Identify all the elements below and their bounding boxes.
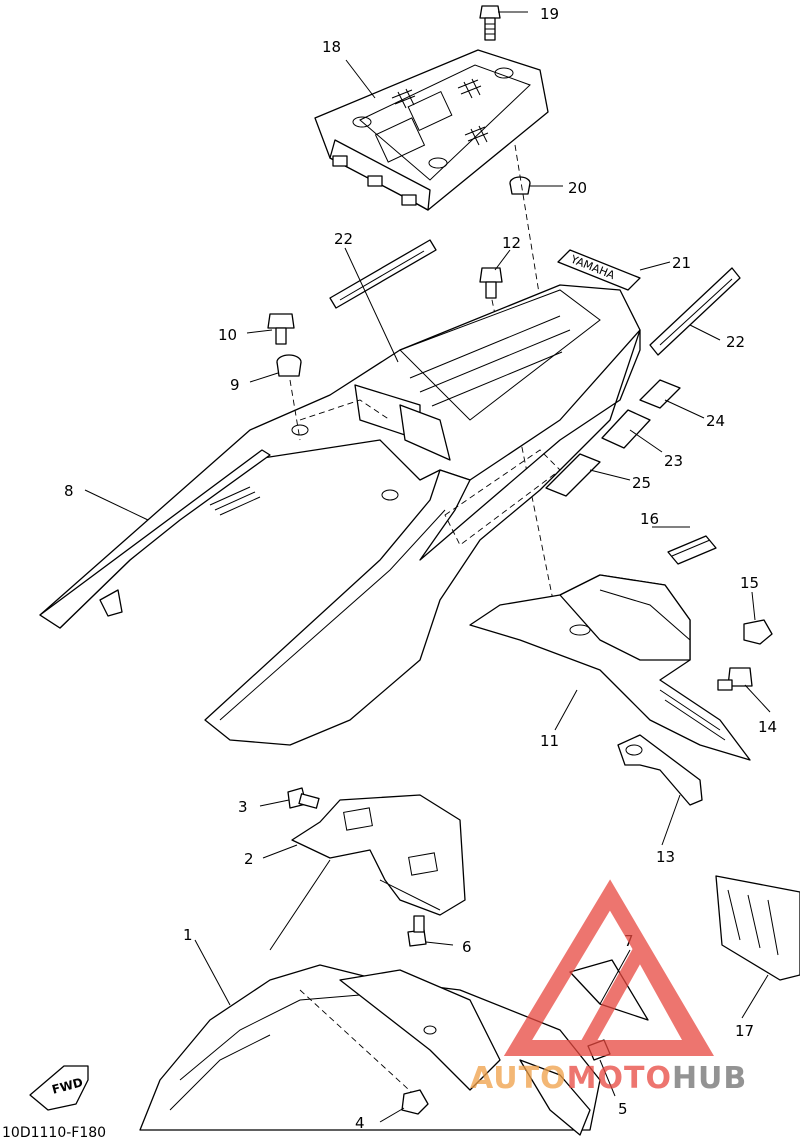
callout-3: 3 — [238, 798, 248, 816]
callout-22a: 22 — [334, 230, 353, 248]
nut-4 — [401, 1089, 429, 1115]
callout-12: 12 — [502, 234, 521, 252]
pads — [545, 379, 681, 497]
callout-22b: 22 — [726, 333, 745, 351]
yamaha-sticker-21: YAMAHA — [557, 249, 641, 291]
bolt-14 — [717, 667, 753, 691]
watermark-text: AUTOMOTOHUB — [470, 1061, 747, 1096]
watermark-logo: AUTOMOTOHUB — [470, 879, 747, 1096]
callout-8: 8 — [64, 482, 74, 500]
license-plate-17 — [715, 875, 800, 981]
callout-10: 10 — [218, 326, 237, 344]
callout-17: 17 — [735, 1022, 754, 1040]
callout-18: 18 — [322, 38, 341, 56]
callout-23: 23 — [664, 452, 683, 470]
callout-15: 15 — [740, 574, 759, 592]
callout-14: 14 — [758, 718, 777, 736]
callout-19: 19 — [540, 5, 559, 23]
plate-7 — [569, 959, 649, 1021]
callout-13: 13 — [656, 848, 675, 866]
callout-25: 25 — [632, 474, 651, 492]
callout-11: 11 — [540, 732, 559, 750]
bolt-10 — [267, 313, 295, 345]
front-fender-1 — [139, 964, 601, 1136]
bolt-12 — [479, 267, 503, 299]
tail-cowl-part — [39, 284, 641, 746]
callout-16: 16 — [640, 510, 659, 528]
bolt-3 — [287, 787, 320, 809]
callout-21: 21 — [672, 254, 691, 272]
callout-numbers: 1 2 3 4 5 6 7 8 9 10 11 12 13 14 15 16 1… — [64, 5, 777, 1132]
rear-fender-11 — [469, 574, 751, 761]
leader-lines — [84, 11, 771, 1123]
watermark-inner-mark — [578, 935, 697, 1052]
grommet-20 — [509, 176, 531, 195]
grommet-9 — [276, 354, 302, 377]
callout-1: 1 — [183, 926, 193, 944]
callout-2: 2 — [244, 850, 254, 868]
callout-20: 20 — [568, 179, 587, 197]
callout-4: 4 — [355, 1114, 365, 1132]
carrier-part — [314, 49, 549, 211]
callout-9: 9 — [230, 376, 240, 394]
fwd-arrow: FWD — [29, 1065, 89, 1111]
bolt-6 — [407, 915, 427, 947]
diagram-code: 10D1110-F180 — [2, 1125, 106, 1139]
fender-bracket-2 — [291, 794, 466, 916]
bolt-19 — [479, 5, 501, 41]
callout-24: 24 — [706, 412, 725, 430]
side-stripe-22 — [329, 239, 741, 356]
nut-15 — [743, 619, 773, 645]
reflector-16 — [667, 535, 717, 565]
plate-bracket-13 — [617, 734, 703, 806]
sticker-text: YAMAHA — [568, 252, 617, 282]
callout-5: 5 — [618, 1100, 628, 1118]
callout-6: 6 — [462, 938, 472, 956]
